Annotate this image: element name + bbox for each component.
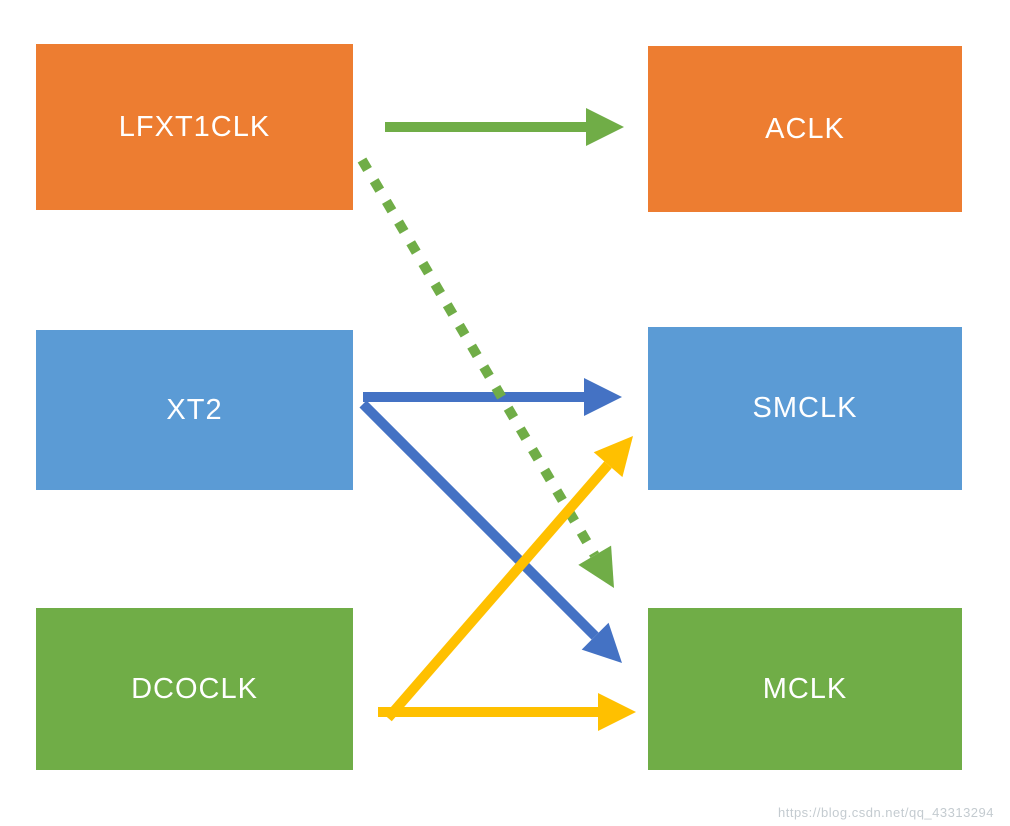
node-smclk-label: SMCLK	[752, 392, 858, 424]
node-mclk: MCLK	[648, 608, 962, 770]
node-xt2-label: XT2	[166, 393, 223, 426]
edge-dcoclk-mclk-arrowhead	[598, 693, 636, 731]
watermark: https://blog.csdn.net/qq_43313294	[778, 805, 994, 820]
node-smclk: SMCLK	[648, 327, 962, 490]
edge-dcoclk-smclk-arrowhead	[593, 436, 633, 478]
node-lfxt1clk-label: LFXT1CLK	[118, 110, 271, 143]
edge-lfxt1clk-mclk-shaft	[357, 157, 600, 558]
node-xt2: XT2	[36, 330, 353, 490]
edge-xt2-mclk-shaft	[359, 400, 599, 640]
node-aclk: ACLK	[648, 46, 962, 212]
node-mclk-label: MCLK	[762, 672, 848, 705]
edge-xt2-mclk-arrowhead	[581, 622, 622, 663]
edge-dcoclk-smclk-shaft	[384, 461, 612, 722]
node-lfxt1clk: LFXT1CLK	[36, 44, 353, 210]
edge-xt2-smclk-arrowhead	[584, 378, 622, 416]
node-dcoclk-label: DCOCLK	[131, 672, 258, 705]
edge-lfxt1clk-mclk-arrowhead	[578, 545, 614, 588]
node-aclk-label: ACLK	[765, 112, 845, 145]
node-dcoclk: DCOCLK	[36, 608, 353, 770]
edge-lfxt1clk-aclk-arrowhead	[586, 108, 624, 146]
